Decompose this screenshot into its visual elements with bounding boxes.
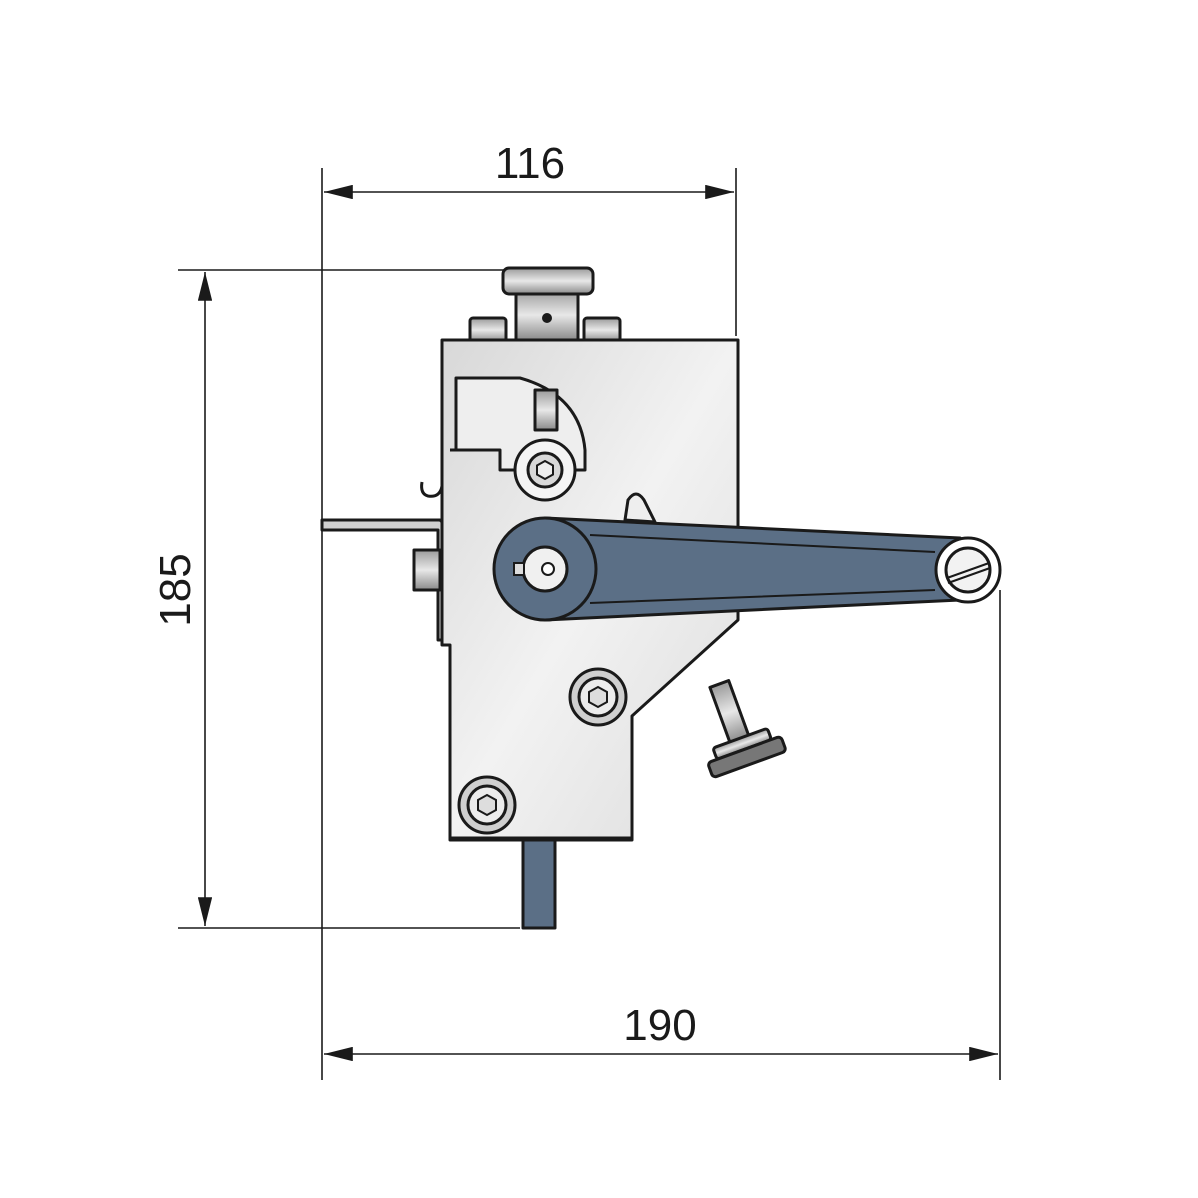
lever-arm <box>492 516 1002 622</box>
mounting-rod <box>521 838 557 930</box>
dimension-label-190: 190 <box>623 1001 696 1050</box>
bolt-head <box>468 316 508 344</box>
dimension-label-116: 116 <box>495 139 565 188</box>
top-adjust-knob <box>468 266 622 344</box>
dimension-label-185: 185 <box>151 553 200 626</box>
socket-bolt <box>568 667 628 727</box>
socket-bolt <box>457 775 517 835</box>
roller <box>513 438 577 502</box>
angled-adjust-screw <box>707 679 787 779</box>
left-bracket <box>320 430 448 642</box>
dimension-116: 116 <box>321 139 737 540</box>
dimension-185: 185 <box>151 269 520 929</box>
stop-pin <box>623 492 657 524</box>
bolt-head <box>582 316 622 344</box>
dimension-190: 190 <box>321 540 1001 1080</box>
